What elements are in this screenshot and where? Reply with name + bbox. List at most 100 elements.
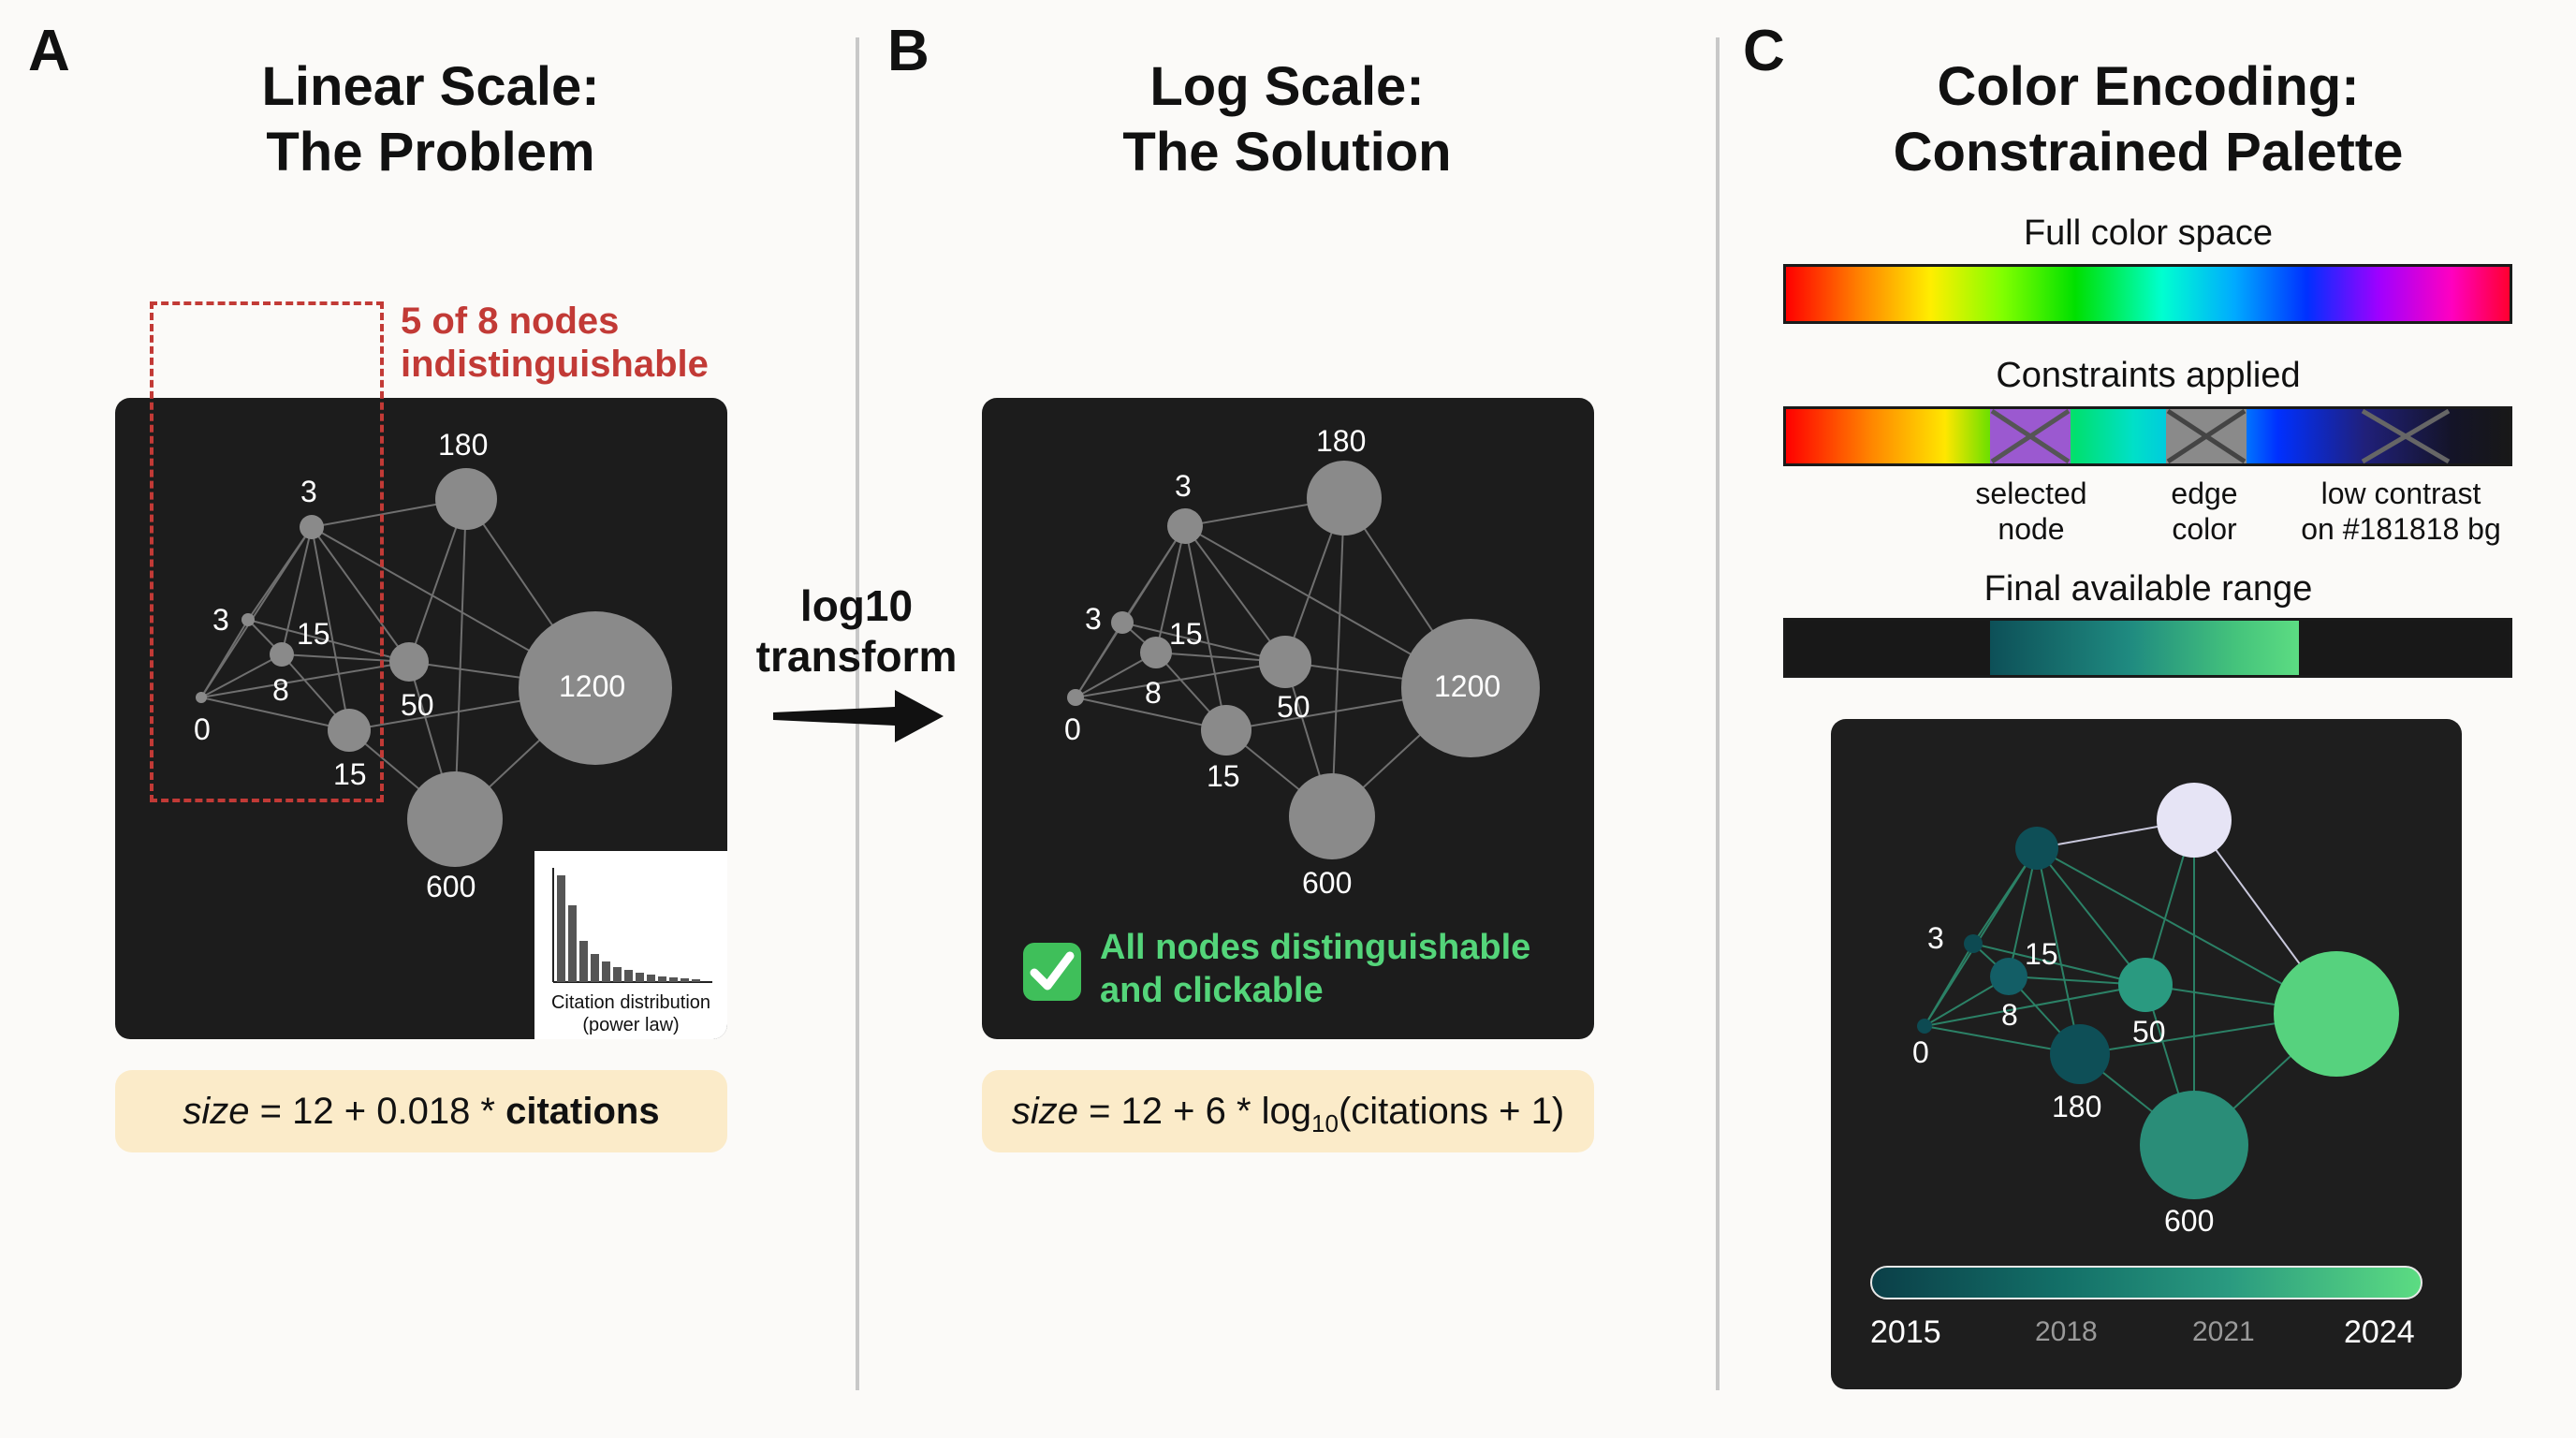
node-label-0: 0: [1064, 712, 1081, 746]
node-label-15: 15: [2025, 937, 2058, 971]
formula-b-tail: (citations + 1): [1338, 1091, 1565, 1132]
node-selected: [2157, 783, 2232, 858]
transform-line1: log10: [799, 581, 914, 630]
constraint2-line1: edge: [2171, 477, 2238, 510]
indistinguishable-warning: 5 of 8 nodes indistinguishable: [401, 300, 709, 386]
node-label-600: 600: [426, 870, 476, 903]
formula-a-bold: citations: [505, 1091, 660, 1132]
panel-a-title-line1: Linear Scale:: [261, 56, 600, 117]
node-upper-left: [2015, 827, 2058, 870]
transform-label: log10 transform: [749, 580, 964, 682]
full-color-space-label: Full color space: [2023, 213, 2274, 253]
final-range-gradient: [1990, 621, 2299, 675]
formula-b-var: size: [1011, 1091, 1078, 1132]
panel-c-title: Color Encoding: Constrained Palette: [1778, 54, 2518, 185]
constraint1-line1: selected: [1975, 477, 2087, 510]
indistinguishable-highlight-box: [150, 301, 384, 802]
formula-a-var: size: [183, 1091, 250, 1132]
cross-out-icon: [2166, 409, 2247, 463]
node-15-upper: [270, 642, 294, 667]
node-label-15-upper: 15: [297, 617, 330, 651]
node-180: [435, 468, 497, 530]
check-mark-icon: [1023, 943, 1081, 1001]
panel-c-title-line1: Color Encoding:: [1937, 56, 2360, 117]
panel-b-title: Log Scale: The Solution: [1006, 54, 1568, 185]
node-0: [196, 692, 207, 703]
formula-b-mid: = 12 + 6 *: [1077, 1091, 1262, 1132]
node-label-3-left: 3: [212, 603, 229, 637]
node-label-8: 8: [272, 673, 289, 707]
panel-letter-c: C: [1743, 19, 1785, 83]
colorbar-tick-2024: 2024: [2344, 1314, 2415, 1350]
node-label-1200: 1200: [1434, 669, 1501, 703]
node-label-50: 50: [401, 688, 434, 722]
node-15-upper: [1140, 637, 1172, 668]
colorbar-tick-2018: 2018: [2035, 1316, 2098, 1347]
cross-out-icon: [1990, 409, 2071, 463]
power-law-histogram: [552, 868, 712, 983]
panel-a-title: Linear Scale: The Problem: [150, 54, 711, 185]
node-large-green: [2274, 951, 2399, 1077]
node-600: [407, 771, 503, 867]
constraint2-line2: color: [2172, 512, 2237, 546]
node-label-8: 8: [1145, 676, 1162, 710]
constraint-low-contrast: low contrast on #181818 bg: [2284, 476, 2518, 547]
node-3-left: [242, 613, 255, 626]
node-0: [1917, 1019, 1932, 1034]
panel-letter-a: A: [28, 19, 70, 83]
node-label-600: 600: [2164, 1204, 2215, 1238]
colorbar-tick-2015: 2015: [1870, 1314, 1941, 1350]
warning-line1: 5 of 8 nodes: [401, 301, 620, 342]
colorbar-tick-2021: 2021: [2192, 1316, 2255, 1347]
node-50: [2118, 958, 2173, 1012]
panel-b-title-line2: The Solution: [1122, 122, 1452, 183]
node-label-180: 180: [1316, 424, 1367, 458]
formula-b-log: log: [1261, 1091, 1312, 1132]
node-15: [1990, 958, 2027, 995]
constraint3-line1: low contrast: [2320, 477, 2481, 510]
citation-distribution-inset: Citation distribution (power law): [534, 851, 727, 1039]
color-encoded-graph: 3 15 8 50 0 180 600 2015 2018 2021 2024: [1831, 719, 2462, 1389]
node-label-50: 50: [2132, 1015, 2166, 1049]
node-180: [1307, 461, 1382, 536]
node-label-0: 0: [194, 712, 211, 746]
node-label-600: 600: [1302, 866, 1353, 900]
log-graph-svg: [1067, 461, 1540, 859]
final-range-bar: [1783, 618, 2512, 678]
color-graph-nodes: [1917, 783, 2399, 1199]
constraint1-line2: node: [1998, 512, 2065, 546]
node-label-15-lower: 15: [1207, 759, 1240, 793]
cross-out-icon: [2361, 409, 2451, 463]
color-graph-svg: [1917, 783, 2399, 1199]
node-15-lower: [328, 709, 371, 752]
node-3-left: [1111, 611, 1134, 634]
node-label-15-lower: 15: [333, 757, 367, 791]
constrained-spectrum-bar: [1783, 406, 2512, 466]
node-label-180: 180: [438, 428, 489, 462]
success-line1: All nodes distinguishable: [1100, 928, 1531, 967]
log-formula: size = 12 + 6 * log10(citations + 1): [982, 1070, 1594, 1152]
panel-c-title-line2: Constrained Palette: [1893, 122, 2404, 183]
inset-caption-line1: Citation distribution: [550, 992, 711, 1013]
node-15-lower: [1201, 705, 1251, 756]
linear-graph-svg: [196, 468, 672, 867]
formula-b-sub: 10: [1311, 1109, 1339, 1137]
node-label-180: 180: [2052, 1090, 2102, 1123]
node-label-1200: 1200: [559, 669, 626, 703]
final-range-label: Final available range: [1983, 569, 2313, 609]
transform-line2: transform: [755, 632, 958, 681]
linear-scale-graph: 180 3 3 15 8 0 50 1200 15 600: [115, 398, 727, 1039]
constraints-label: Constraints applied: [1996, 356, 2301, 395]
panel-letter-b: B: [887, 19, 929, 83]
panel-a-title-line2: The Problem: [266, 122, 595, 183]
node-3-top: [300, 515, 324, 539]
node-600: [2140, 1091, 2248, 1199]
formula-a-rest: = 12 + 0.018 *: [249, 1091, 506, 1132]
node-3-top: [1167, 508, 1203, 544]
node-label-50: 50: [1277, 690, 1310, 724]
node-600: [1289, 773, 1375, 859]
node-1200: [519, 611, 672, 765]
success-message: All nodes distinguishable and clickable: [1100, 926, 1530, 1012]
divider-bc: [1716, 37, 1720, 1390]
node-label-3-top: 3: [1175, 469, 1192, 503]
